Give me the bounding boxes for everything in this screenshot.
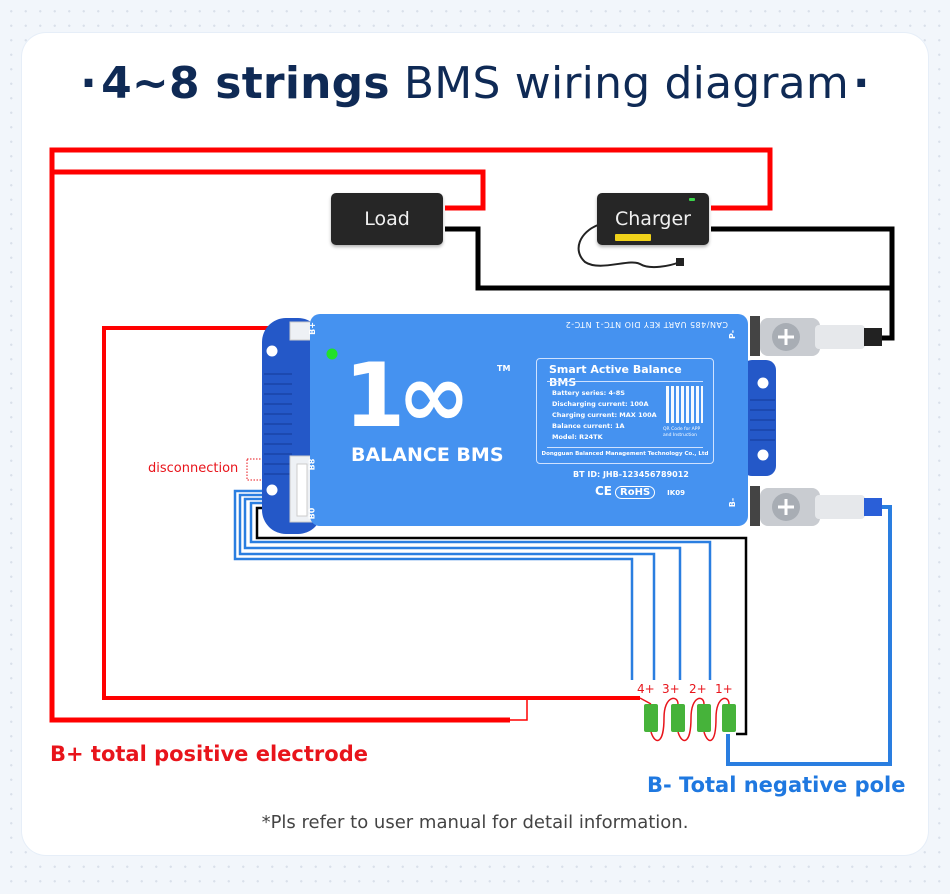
charger-positive-wire: [49, 147, 773, 723]
bms-board: CAN/485 UART KEY DIO NTC-1 NTC-2 1∞ TM B…: [307, 314, 748, 526]
b-plus-port-wire: [102, 326, 640, 700]
load-positive-wire: [52, 169, 486, 211]
bt-id: BT ID: JHB-123456789012: [573, 470, 689, 479]
b-minus-wire: [726, 505, 892, 766]
load-negative-wire: [445, 226, 892, 291]
b-minus-terminal: [750, 486, 882, 526]
cell-label: 3+: [662, 682, 680, 696]
title-regular: BMS wiring diagram: [403, 58, 849, 109]
status-led-icon: [326, 348, 338, 360]
cell-label: 1+: [715, 682, 733, 696]
b-plus-label: B+ total positive electrode: [50, 742, 368, 766]
load-device: Load: [331, 193, 443, 245]
battery-cell: [671, 704, 685, 732]
qr-code-icon: [666, 386, 703, 423]
title-bold: 4~8 strings: [101, 58, 390, 109]
bms-right-heatsink: [742, 360, 776, 476]
battery-cell: [697, 704, 711, 732]
charger-power-cord: [577, 224, 681, 269]
sense-wires: [233, 489, 712, 680]
cell-label: 4+: [637, 682, 655, 696]
cell-link: [650, 697, 730, 742]
disconnection-label: disconnection: [148, 461, 239, 476]
negative-wires: [445, 226, 895, 341]
b-minus-label: B- Total negative pole: [647, 773, 906, 797]
bms-brand: BALANCE BMS: [351, 444, 504, 466]
bms-logo: 1∞: [344, 344, 471, 447]
cell-label: 2+: [689, 682, 707, 696]
battery-cells: [639, 697, 736, 742]
battery-cell: [644, 704, 658, 732]
battery-cell: [722, 704, 736, 732]
spec-rows: Battery series: 4-8S Discharging current…: [552, 389, 657, 441]
p-minus-terminal: [750, 316, 882, 356]
plug-icon: [676, 258, 684, 266]
b-plus-thin-link: [510, 699, 528, 721]
charger-device: Charger: [597, 193, 709, 245]
charger-negative-wire: [711, 226, 895, 341]
bms-port-labels: CAN/485 UART KEY DIO NTC-1 NTC-2: [565, 320, 728, 329]
mount-hole: [266, 345, 278, 357]
heatsink-fins: [264, 373, 292, 475]
footnote: *Pls refer to user manual for detail inf…: [261, 812, 689, 833]
charger-led-icon: [689, 198, 695, 201]
positive-wires: [49, 147, 773, 723]
warning-sticker: [615, 234, 651, 241]
page-title: ·4~8 strings BMS wiring diagram·: [80, 58, 870, 109]
mount-hole: [266, 484, 278, 496]
spec-label: Smart Active Balance BMS Battery series:…: [536, 358, 714, 464]
